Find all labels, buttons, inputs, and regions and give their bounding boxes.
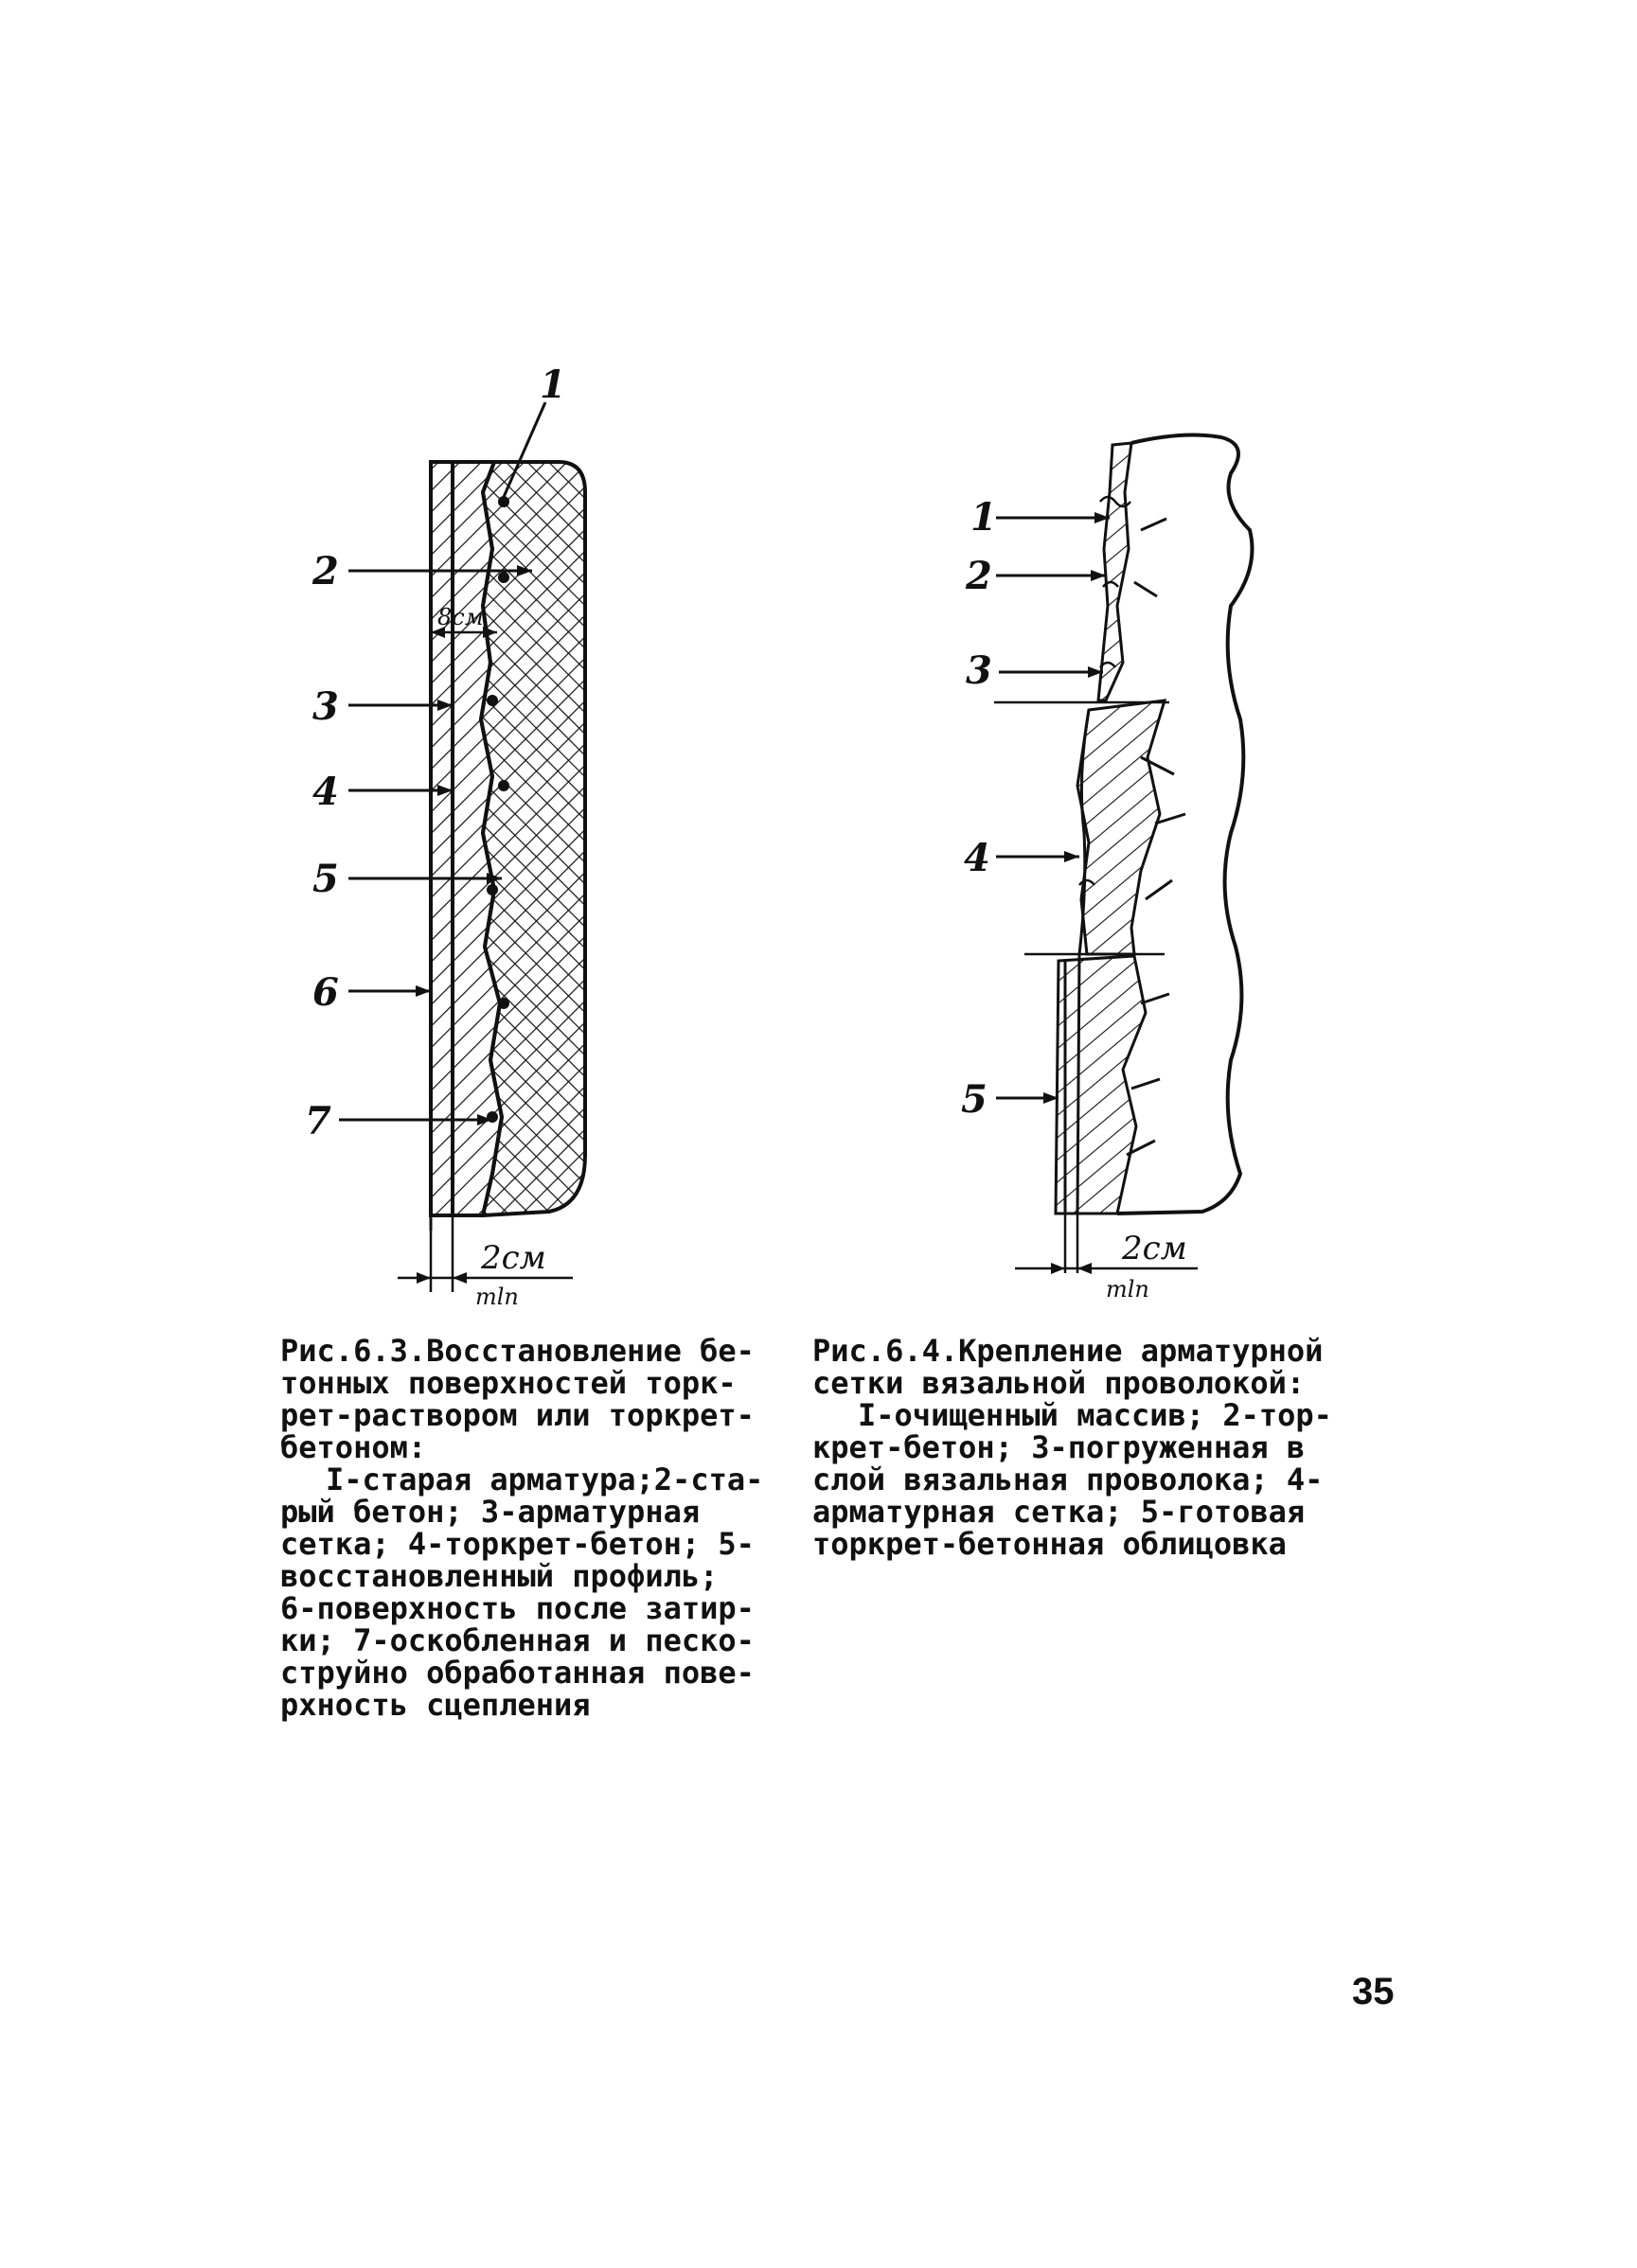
rock-mass-outline	[1116, 433, 1254, 1215]
caption-body-right: I-очищенный массив; 2-тор- крет-бетон; 3…	[812, 1397, 1332, 1562]
callout-2-label: 2	[311, 549, 339, 594]
caption-body-left: I-старая арматура;2-ста- рый бетон; 3-ар…	[280, 1462, 764, 1723]
callout-r4-label: 4	[964, 836, 990, 880]
callout-5: 5	[312, 857, 502, 901]
callout-5-label: 5	[312, 857, 339, 901]
callout-r1-label: 1	[970, 495, 997, 540]
callout-r1: 1	[970, 495, 1110, 540]
dimension-marker-left: 2см mln	[398, 1215, 573, 1310]
dimension-label-right: 2см	[1121, 1230, 1187, 1267]
callout-3-label: 3	[312, 684, 339, 729]
scale-label-right: mln	[1106, 1276, 1149, 1302]
callout-6: 6	[312, 970, 431, 1015]
callout-4: 4	[312, 770, 453, 814]
thickness-label: 8см	[437, 604, 484, 630]
callout-7-label: 7	[305, 1099, 331, 1143]
scale-label-left: mln	[475, 1284, 519, 1310]
callout-6-label: 6	[312, 970, 339, 1015]
callout-r5: 5	[961, 1077, 1059, 1122]
callout-r2: 2	[965, 554, 1106, 598]
callout-1: 1	[502, 363, 566, 498]
page-number: 35	[1352, 1971, 1395, 2012]
dimension-marker-right: 2см mln	[1015, 1214, 1198, 1302]
callout-r4: 4	[964, 836, 1079, 880]
caption-title-left: Рис.6.3.Восстановление бе- тонных поверх…	[280, 1333, 755, 1465]
callout-r3: 3	[966, 648, 1103, 693]
callout-3: 3	[312, 684, 453, 729]
rebar-dots	[487, 496, 509, 1123]
callout-r5-label: 5	[961, 1077, 988, 1122]
mesh-line	[1076, 709, 1091, 1214]
caption-figure-6-4: Рис.6.4.Крепление арматурной сетки вязал…	[812, 1335, 1380, 1560]
thickness-marker: 8см	[431, 604, 497, 638]
callout-1-label: 1	[540, 363, 566, 407]
caption-figure-6-3: Рис.6.3.Восстановление бе- тонных поверх…	[280, 1335, 792, 1721]
callout-r3-label: 3	[966, 648, 992, 693]
figure-6-4-drawing	[994, 433, 1254, 1215]
old-concrete-region	[478, 460, 587, 1218]
callout-2: 2	[311, 549, 532, 594]
dimension-label-left: 2см	[480, 1239, 546, 1277]
shotcrete-layer	[429, 460, 505, 1217]
callout-r2-label: 2	[965, 554, 992, 598]
callout-7: 7	[305, 1099, 492, 1143]
callout-4-label: 4	[312, 770, 339, 814]
caption-title-right: Рис.6.4.Крепление арматурной сетки вязал…	[812, 1333, 1324, 1401]
